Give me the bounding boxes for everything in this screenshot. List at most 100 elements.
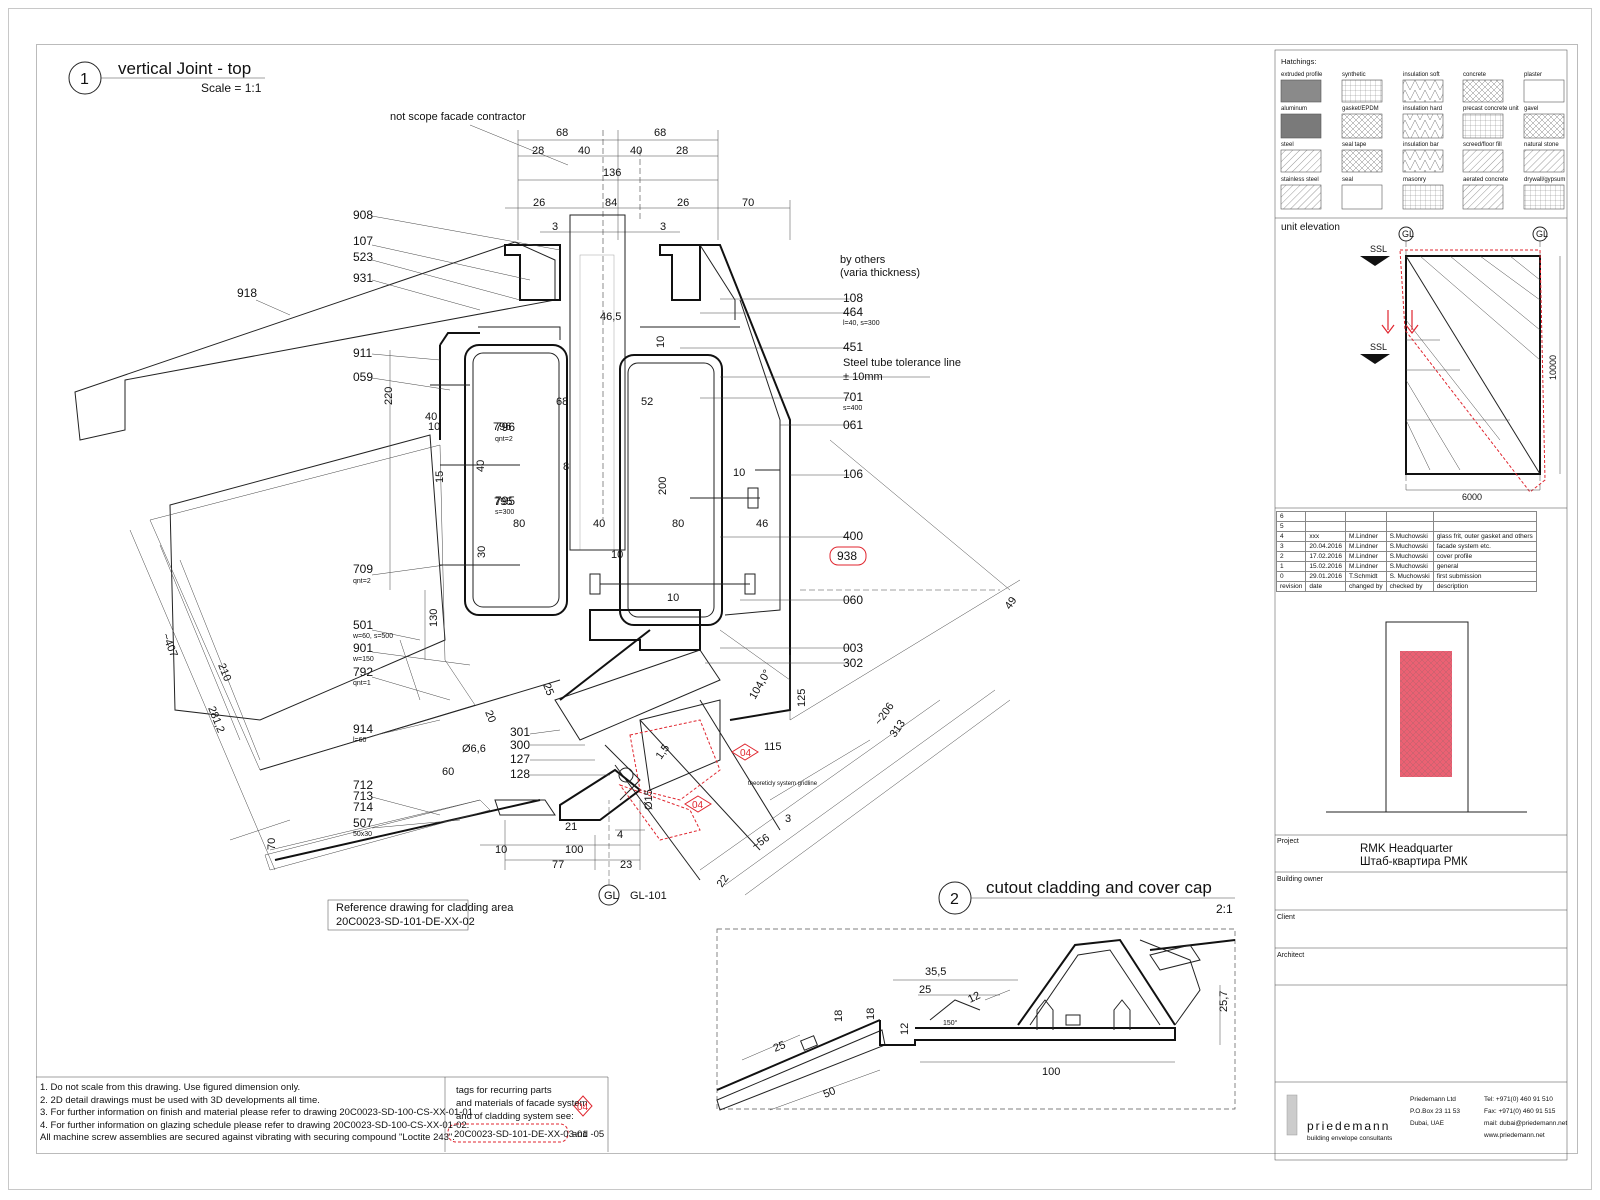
svg-text:115: 115 (764, 741, 782, 753)
notes-area (36, 1076, 609, 1152)
svg-text:15: 15 (434, 471, 446, 483)
svg-text:713: 713 (353, 789, 373, 803)
svg-text:301: 301 (510, 725, 530, 739)
vertical-joint-drawing: not scope facade contractor (74, 111, 1021, 931)
svg-text:28: 28 (676, 145, 688, 157)
svg-text:80: 80 (513, 518, 525, 530)
drawing-frame (8, 8, 1592, 1190)
svg-text:908: 908 (353, 208, 373, 222)
svg-text:8: 8 (563, 461, 569, 473)
svg-text:steel: steel (1281, 142, 1294, 148)
svg-text:714: 714 (353, 800, 373, 814)
tags-note: tags for recurring parts and materials o… (454, 1085, 604, 1140)
svg-text:6000: 6000 (1462, 492, 1482, 502)
svg-text:40: 40 (475, 460, 487, 472)
svg-text:s=300: s=300 (495, 509, 514, 516)
svg-text:50: 50 (822, 1085, 838, 1101)
svg-text:3: 3 (785, 813, 791, 825)
svg-text:40: 40 (630, 145, 642, 157)
note-4: 4. For further information on glazing sc… (40, 1119, 470, 1131)
svg-text:qnt=2: qnt=2 (495, 436, 513, 443)
svg-text:qnt=1: qnt=1 (353, 680, 371, 687)
svg-text:059: 059 (353, 370, 373, 384)
svg-text:Client: Client (1277, 914, 1295, 921)
svg-text:and -05: and -05 (572, 1129, 604, 1140)
svg-text:25,7: 25,7 (1218, 991, 1230, 1012)
svg-text:plaster: plaster (1524, 72, 1542, 78)
svg-text:drywall/gypsum: drywall/gypsum (1524, 177, 1565, 183)
svg-text:100: 100 (565, 844, 583, 856)
svg-text:Priedemann Ltd: Priedemann Ltd (1410, 1096, 1456, 1103)
note-2: 2. 2D detail drawings must be used with … (40, 1094, 320, 1106)
drawing-sheet (36, 44, 1578, 1154)
cover-cap-drawing: 35,5 25 12 150° 12 25 18 18 100 25,7 50 (716, 928, 1236, 1111)
svg-text:Ø15: Ø15 (643, 789, 655, 810)
svg-text:35,5: 35,5 (925, 966, 946, 978)
svg-text:127: 127 (510, 752, 530, 766)
svg-text:701: 701 (843, 390, 863, 404)
detail1-number: 1 (80, 71, 89, 88)
svg-text:20: 20 (482, 709, 498, 725)
svg-text:12: 12 (966, 990, 982, 1006)
svg-text:aerated concrete: aerated concrete (1463, 177, 1509, 183)
svg-text:931: 931 (353, 271, 373, 285)
title-block-text: Project RMK Headquarter Штаб-квартира РМ… (1277, 838, 1567, 1142)
svg-text:www.priedemann.net: www.priedemann.net (1483, 1132, 1545, 1139)
svg-text:68: 68 (556, 127, 568, 139)
building-elevation (1326, 621, 1527, 813)
svg-text:22: 22 (715, 873, 732, 890)
svg-text:40: 40 (425, 411, 437, 423)
svg-text:l=60: l=60 (353, 737, 367, 744)
gl-label: GL (604, 890, 619, 902)
svg-text:40: 40 (593, 518, 605, 530)
svg-text:70: 70 (742, 197, 754, 209)
reference-code: 20C0023-SD-101-DE-XX-02 (336, 916, 475, 928)
svg-text:709: 709 (353, 562, 373, 576)
note-not-scope: not scope facade contractor (390, 111, 526, 123)
svg-text:Project: Project (1277, 838, 1299, 845)
svg-text:150°: 150° (943, 1019, 958, 1027)
svg-text:200: 200 (657, 477, 669, 495)
svg-text:911: 911 (353, 346, 372, 360)
svg-text:qnt=2: qnt=2 (353, 578, 371, 585)
svg-text:(varia thickness): (varia thickness) (840, 267, 920, 279)
svg-text:25: 25 (919, 984, 931, 996)
svg-text:P.O.Box 23 11 53: P.O.Box 23 11 53 (1410, 1108, 1460, 1115)
svg-text:130: 130 (428, 609, 440, 627)
svg-text:50x30: 50x30 (353, 831, 372, 838)
company-logo: priedemann (1307, 1119, 1390, 1133)
svg-text:SSL: SSL (1370, 342, 1387, 352)
svg-text:04: 04 (692, 800, 704, 811)
svg-text:104,0°: 104,0° (747, 668, 773, 702)
svg-text:501: 501 (353, 618, 373, 632)
svg-text:918: 918 (237, 286, 257, 300)
svg-text:136: 136 (603, 167, 621, 179)
svg-text:210: 210 (215, 662, 233, 684)
svg-text:3: 3 (660, 221, 666, 233)
svg-text:aluminum: aluminum (1281, 106, 1307, 112)
svg-text:precast concrete unit: precast concrete unit (1463, 106, 1519, 112)
svg-text:10: 10 (733, 467, 745, 479)
svg-text:and of cladding system see:: and of cladding system see: (456, 1111, 574, 1122)
reference-label: Reference drawing for cladding area (336, 902, 514, 914)
svg-text:18: 18 (833, 1010, 845, 1022)
svg-text:60: 60 (442, 766, 454, 778)
svg-text:tags for recurring parts: tags for recurring parts (456, 1085, 552, 1096)
svg-text:313: 313 (888, 718, 908, 740)
note-3: 3. For further information on finish and… (40, 1107, 476, 1118)
svg-text:49: 49 (1003, 595, 1020, 612)
svg-text:3: 3 (552, 221, 558, 233)
svg-text:and materials of facade system: and materials of facade system (456, 1098, 588, 1109)
svg-text:84: 84 (605, 197, 617, 209)
svg-text:464: 464 (843, 305, 863, 319)
svg-text:28: 28 (532, 145, 544, 157)
detail2-number: 2 (950, 891, 959, 908)
svg-text:GL: GL (1402, 229, 1414, 239)
svg-text:507: 507 (353, 816, 373, 830)
svg-text:400: 400 (843, 529, 863, 543)
